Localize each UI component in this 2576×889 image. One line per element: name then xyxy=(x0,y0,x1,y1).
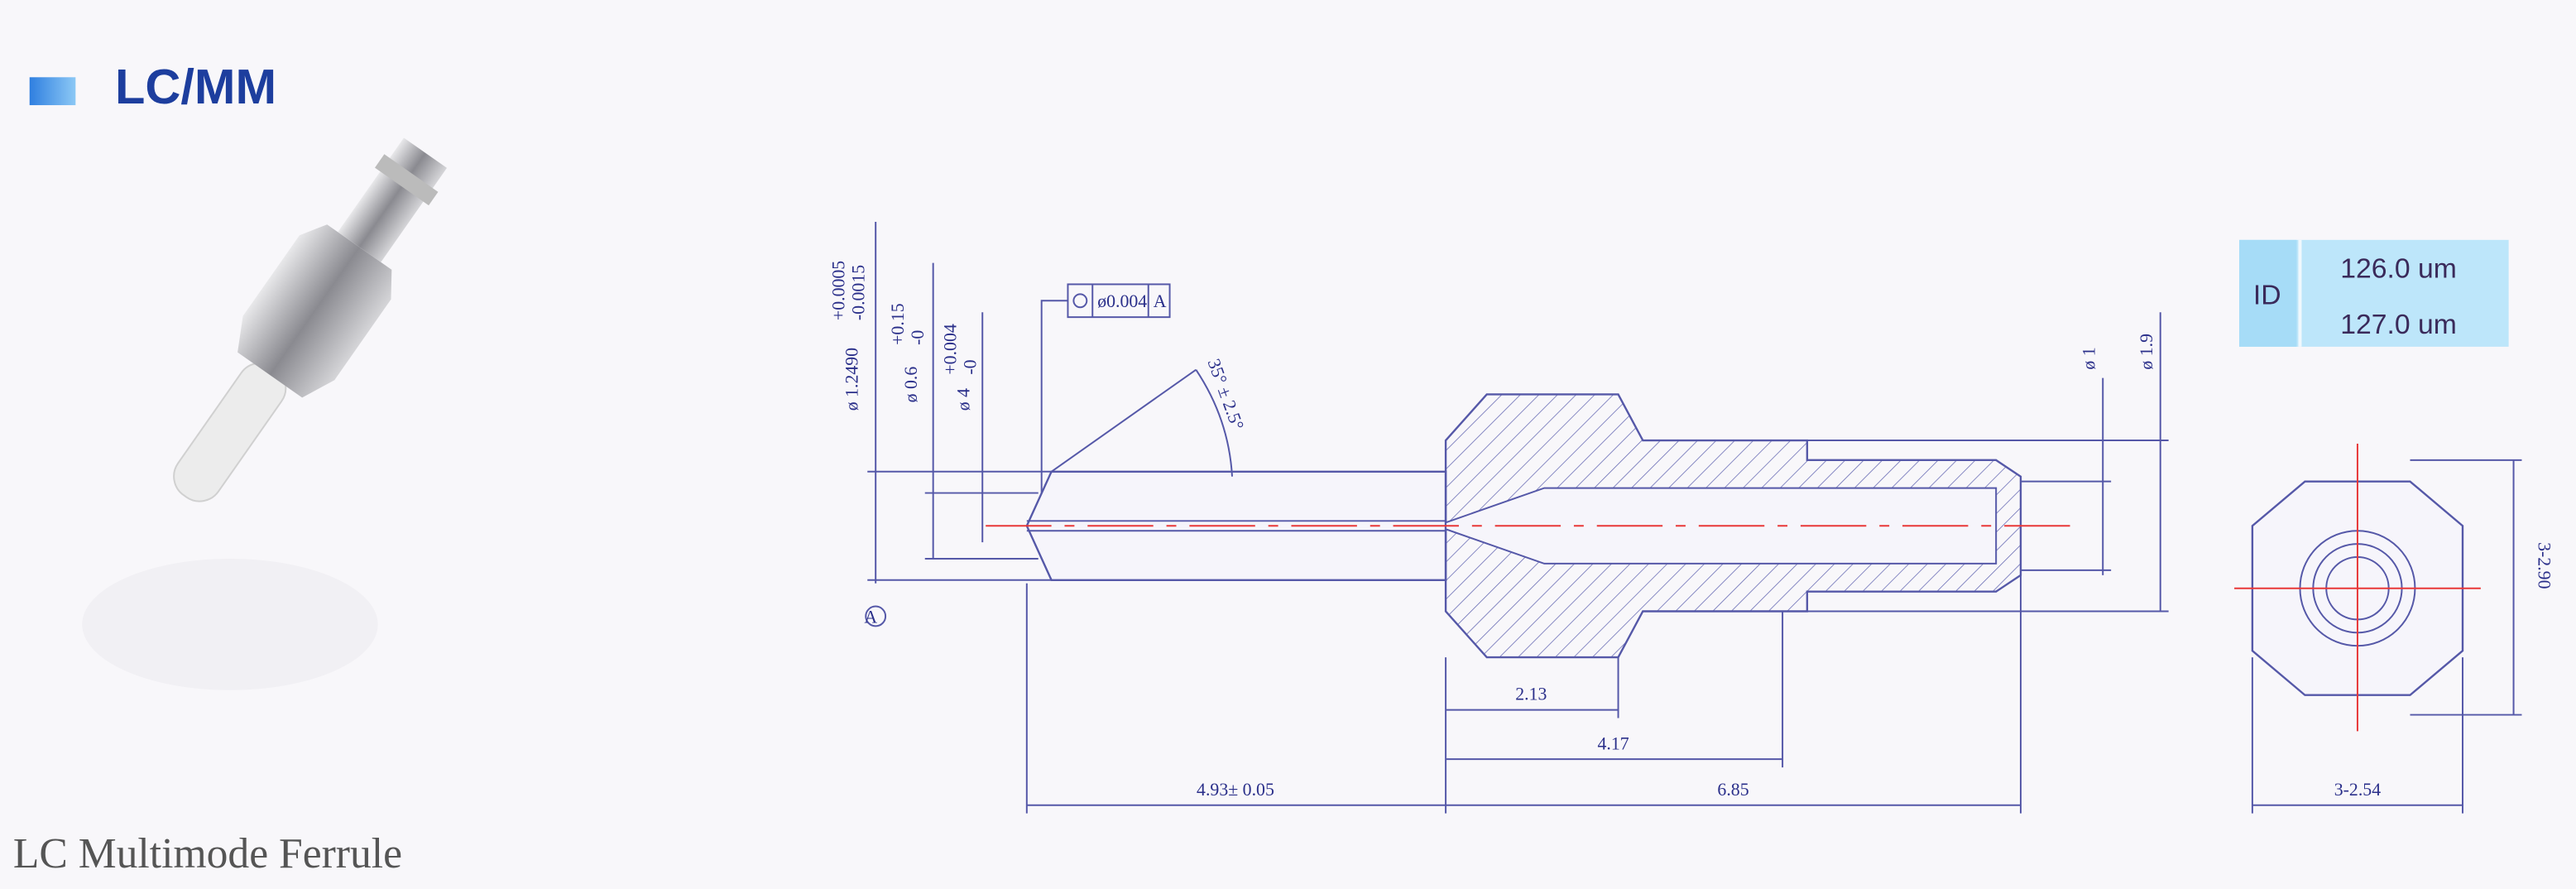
page-title: LC/MM xyxy=(115,59,276,114)
chamfer-tol-minus: -0 xyxy=(908,330,928,345)
bore-diameter-label: ø 4 xyxy=(953,388,973,411)
ferrule-section-drawing: A ø 1.2490 +0.0005 -0.0015 ø 0.6 +0.15 -… xyxy=(828,222,2169,814)
id-value-max: 127.0 um xyxy=(2340,309,2457,340)
bore-tol-plus: +0.004 xyxy=(940,324,960,375)
hex-width-label: 3-2.54 xyxy=(2334,780,2381,800)
id-table: ID 126.0 um 127.0 um xyxy=(2239,239,2509,347)
rear-inner-diameter-label: ø 1 xyxy=(2079,347,2099,369)
dim-4-17: 4.17 xyxy=(1597,733,1629,753)
blue-square-icon xyxy=(29,77,76,106)
datum-a-marker: A xyxy=(864,607,877,627)
chamfer-diameter-label: ø 0.6 xyxy=(901,367,921,403)
ferrule-photo xyxy=(82,137,448,690)
chamfer-tol-plus: +0.15 xyxy=(888,303,908,345)
hex-height-label: 3-2.90 xyxy=(2534,542,2554,589)
datum-ref: A xyxy=(1154,291,1167,311)
outer-diameter-label: ø 1.2490 xyxy=(842,348,861,411)
outer-tol-minus: -0.0015 xyxy=(848,265,868,320)
concentricity-icon xyxy=(1072,293,1088,309)
dim-2-13: 2.13 xyxy=(1515,685,1547,704)
id-label: ID xyxy=(2253,279,2281,310)
concentricity-value: ø0.004 xyxy=(1097,291,1147,311)
dim-6-85: 6.85 xyxy=(1717,780,1749,800)
outer-tol-plus: +0.0005 xyxy=(828,261,848,320)
product-caption: LC Multimode Ferrule xyxy=(13,830,402,877)
dim-4-93: 4.93± 0.05 xyxy=(1197,780,1274,800)
rear-outer-diameter-label: ø 1.9 xyxy=(2137,334,2156,370)
id-value-min: 126.0 um xyxy=(2340,253,2457,285)
hex-end-view: 3-2.90 3-2.54 xyxy=(2234,444,2554,814)
bore-tol-minus: -0 xyxy=(960,359,980,374)
